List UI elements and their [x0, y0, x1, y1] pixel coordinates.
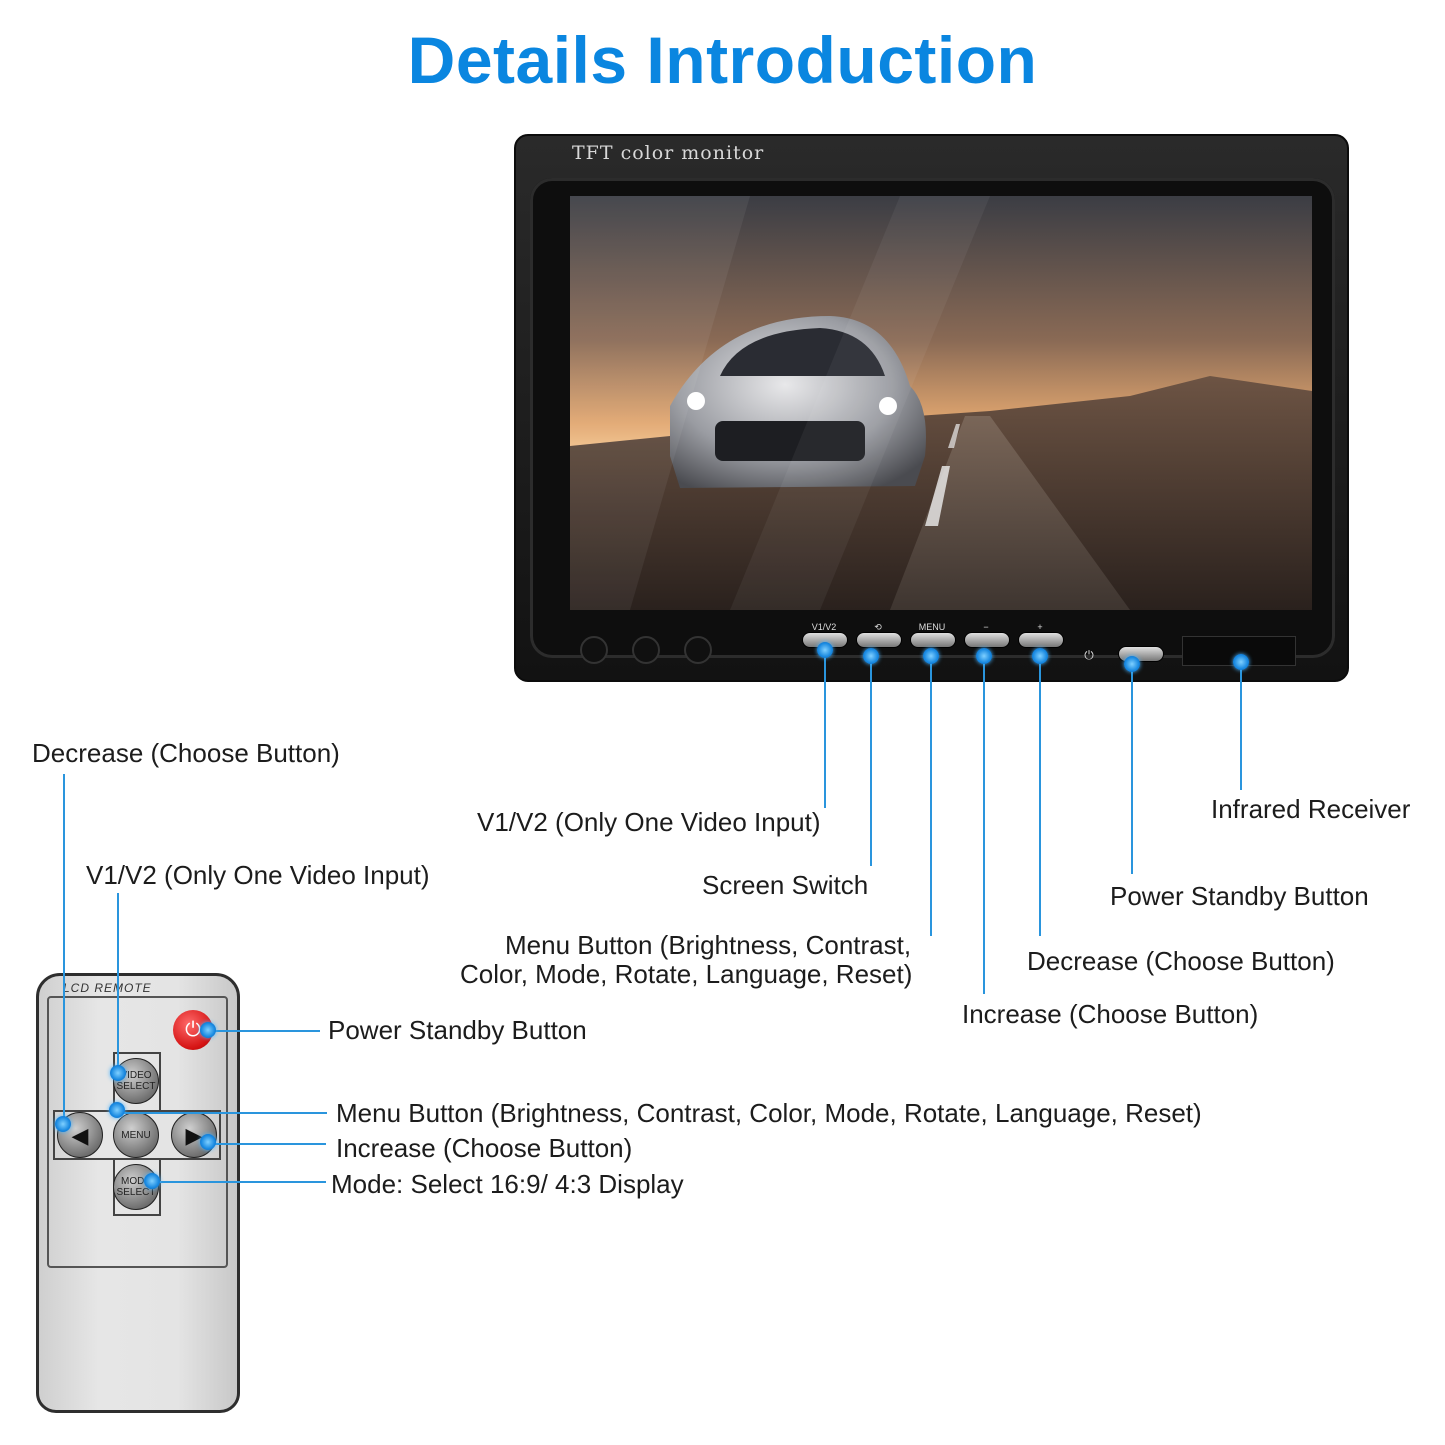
decrease-button[interactable] [1018, 632, 1064, 648]
callout-line [1039, 656, 1041, 936]
car-road-sunset-image [570, 196, 1312, 610]
callout-dot [110, 1065, 126, 1081]
monitor-bezel [530, 178, 1335, 658]
callout-v1v2: V1/V2 (Only One Video Input) [477, 807, 821, 837]
callout-line [1240, 662, 1242, 790]
left-arrow-icon: ◀ [71, 1122, 89, 1148]
callout-dot [1032, 648, 1048, 664]
speaker-hole [632, 636, 660, 664]
callout-dot [863, 648, 879, 664]
tft-monitor: TFT color monitor [514, 134, 1349, 682]
remote-callout-v1v2: V1/V2 (Only One Video Input) [86, 860, 430, 890]
callout-line [983, 656, 985, 994]
remote-button-panel [47, 996, 228, 1268]
increase-button[interactable] [964, 632, 1010, 648]
v1v2-button-label: V1/V2 [811, 622, 837, 632]
callout-dot [55, 1116, 71, 1132]
speaker-hole [580, 636, 608, 664]
remote-callout-power: Power Standby Button [328, 1015, 587, 1045]
screen-switch-button[interactable] [856, 632, 902, 648]
right-arrow-icon: ▶ [185, 1122, 203, 1148]
minus-button-label: − [983, 622, 989, 632]
monitor-brand-label: TFT color monitor [572, 142, 765, 164]
remote-callout-menu: Menu Button (Brightness, Contrast, Color… [336, 1098, 1202, 1128]
remote-callout-decrease: Decrease (Choose Button) [32, 738, 340, 768]
callout-menu-line1: Menu Button (Brightness, Contrast, [505, 930, 912, 960]
screen-switch-icon: ⟲ [874, 622, 882, 632]
callout-line [117, 893, 119, 1073]
menu-button[interactable] [910, 632, 956, 648]
remote-left-arrow-button[interactable]: ◀ [57, 1112, 103, 1158]
callout-dot [200, 1134, 216, 1150]
lcd-remote-control: LCD REMOTE ⏻ VIDEO SELECT ◀ MENU ▶ MODE … [36, 973, 240, 1413]
callout-decrease: Decrease (Choose Button) [1027, 946, 1335, 976]
callout-line [1131, 664, 1133, 874]
plus-button-label: + [1037, 622, 1043, 632]
speaker-hole [684, 636, 712, 664]
page-title: Details Introduction [407, 23, 1038, 97]
remote-menu-button[interactable]: MENU [113, 1112, 159, 1158]
callout-menu-line2: Color, Mode, Rotate, Language, Reset) [460, 959, 913, 989]
remote-callout-mode: Mode: Select 16:9/ 4:3 Display [331, 1169, 684, 1199]
callout-line [208, 1143, 326, 1145]
callout-dot [144, 1173, 160, 1189]
callout-dot [109, 1102, 125, 1118]
callout-dot [1233, 654, 1249, 670]
callout-increase: Increase (Choose Button) [962, 999, 1259, 1029]
callout-infrared: Infrared Receiver [1211, 794, 1411, 824]
callout-line [117, 1112, 327, 1114]
remote-callout-increase: Increase (Choose Button) [336, 1133, 633, 1163]
callout-dot [923, 648, 939, 664]
callout-dot [1124, 656, 1140, 672]
callout-line [824, 650, 826, 808]
remote-label: LCD REMOTE [63, 981, 152, 995]
menu-button-label: MENU [918, 622, 946, 632]
callout-line [152, 1181, 326, 1183]
callout-line [930, 656, 932, 936]
callout-dot [200, 1022, 216, 1038]
callout-line [208, 1030, 320, 1032]
power-icon: ⏻ [1084, 648, 1094, 662]
callout-dot [817, 642, 833, 658]
callout-line [870, 656, 872, 866]
callout-line [63, 774, 65, 1124]
callout-power: Power Standby Button [1110, 881, 1369, 911]
callout-screen-switch: Screen Switch [702, 870, 869, 900]
monitor-screen-image [570, 196, 1312, 610]
callout-dot [976, 648, 992, 664]
